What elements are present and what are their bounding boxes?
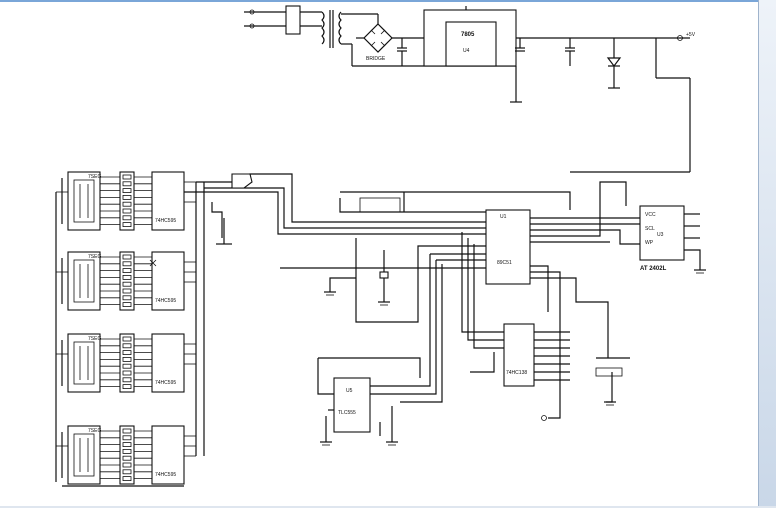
wire bbox=[370, 254, 431, 387]
circuit-schematic: BRIDGE 7805 U4 bbox=[55, 5, 706, 487]
wire bbox=[340, 191, 571, 210]
wire bbox=[530, 277, 609, 358]
driver-chip bbox=[151, 425, 185, 485]
power-supply-section: BRIDGE 7805 U4 bbox=[244, 5, 696, 173]
driver-label: 74HC595 bbox=[155, 472, 176, 478]
wire bbox=[370, 260, 437, 395]
driver-label: 74HC595 bbox=[155, 298, 176, 304]
timer-id: U5 bbox=[346, 388, 353, 394]
resistor-network bbox=[119, 425, 135, 485]
display-module: 7SEG 74HC595 bbox=[56, 425, 196, 485]
wire bbox=[184, 191, 486, 235]
display-bank: 7SEG 74HC595 7SEG 74HC595 7SEG 74HC595 7SEG 74H… bbox=[55, 171, 205, 487]
transformer bbox=[321, 10, 342, 48]
resistor-network bbox=[119, 171, 135, 231]
mcu-part: 89C51 bbox=[497, 260, 512, 266]
bridge-rectifier: BRIDGE bbox=[356, 14, 424, 62]
wire bbox=[530, 229, 640, 245]
capacitor bbox=[379, 271, 389, 279]
wire bbox=[684, 249, 701, 270]
wire bbox=[329, 277, 356, 292]
wire bbox=[530, 271, 561, 419]
driver-label: 74HC595 bbox=[155, 380, 176, 386]
wire bbox=[470, 352, 495, 373]
seven-segment-display bbox=[67, 425, 101, 485]
seg-label: 7SEG bbox=[88, 254, 101, 260]
wire bbox=[318, 357, 421, 378]
wire bbox=[317, 358, 334, 395]
regulator-label: 7805 bbox=[461, 32, 475, 38]
signal-wires bbox=[149, 173, 706, 446]
mcu-label: U1 bbox=[500, 214, 507, 220]
wire bbox=[530, 181, 627, 237]
wire bbox=[339, 198, 486, 213]
seg-label: 7SEG bbox=[88, 428, 101, 434]
timer-chip: U5 TLC555 bbox=[333, 377, 371, 433]
driver-label: 74HC595 bbox=[155, 218, 176, 224]
seven-segment-display bbox=[67, 251, 101, 311]
seg-label: 7SEG bbox=[88, 336, 101, 342]
crossing bbox=[149, 259, 157, 267]
switch bbox=[595, 367, 623, 377]
display-module: 7SEG 74HC595 bbox=[56, 171, 196, 231]
wire bbox=[530, 265, 549, 312]
output-label: +5V bbox=[686, 32, 696, 38]
wire bbox=[211, 202, 223, 238]
wire bbox=[473, 244, 504, 349]
eeprom-part: AT 2402L bbox=[640, 266, 667, 272]
timer-label: TLC555 bbox=[338, 410, 356, 416]
vcc-terminal bbox=[541, 415, 547, 421]
voltage-regulator: 7805 U4 bbox=[423, 6, 517, 67]
eeprom-wp: WP bbox=[645, 240, 654, 246]
schematic-canvas: BRIDGE 7805 U4 bbox=[0, 0, 758, 506]
driver-chip bbox=[151, 251, 185, 311]
display-module: 7SEG 74HC595 bbox=[56, 251, 196, 311]
bridge-label: BRIDGE bbox=[366, 56, 386, 62]
wire bbox=[400, 264, 443, 403]
seg-label: 7SEG bbox=[88, 174, 101, 180]
decoder-label: 74HC138 bbox=[506, 370, 527, 376]
wire bbox=[606, 372, 613, 403]
eeprom-chip: VCC SCL WP U3 AT 2402L bbox=[639, 205, 685, 272]
driver-chip bbox=[151, 171, 185, 231]
window-scroll-strip[interactable] bbox=[758, 0, 776, 506]
seven-segment-display bbox=[67, 333, 101, 393]
vcc-terminal bbox=[677, 35, 683, 41]
microcontroller: U1 89C51 bbox=[485, 209, 531, 285]
eeprom-vcc: VCC bbox=[645, 212, 656, 218]
connector bbox=[231, 173, 253, 189]
resistor-network bbox=[119, 333, 135, 393]
crystal bbox=[359, 197, 401, 213]
eeprom-id: U3 bbox=[657, 232, 664, 238]
fuse-switch-box bbox=[285, 5, 301, 35]
display-module: 7SEG 74HC595 bbox=[56, 333, 196, 393]
regulator-id: U4 bbox=[463, 48, 470, 54]
decoder-chip: 74HC138 bbox=[503, 323, 535, 387]
driver-chip bbox=[151, 333, 185, 393]
wire bbox=[355, 238, 486, 323]
seven-segment-display bbox=[67, 171, 101, 231]
wire bbox=[461, 232, 504, 333]
wire bbox=[467, 238, 504, 341]
resistor-network bbox=[119, 251, 135, 311]
eeprom-scl: SCL bbox=[645, 226, 655, 232]
